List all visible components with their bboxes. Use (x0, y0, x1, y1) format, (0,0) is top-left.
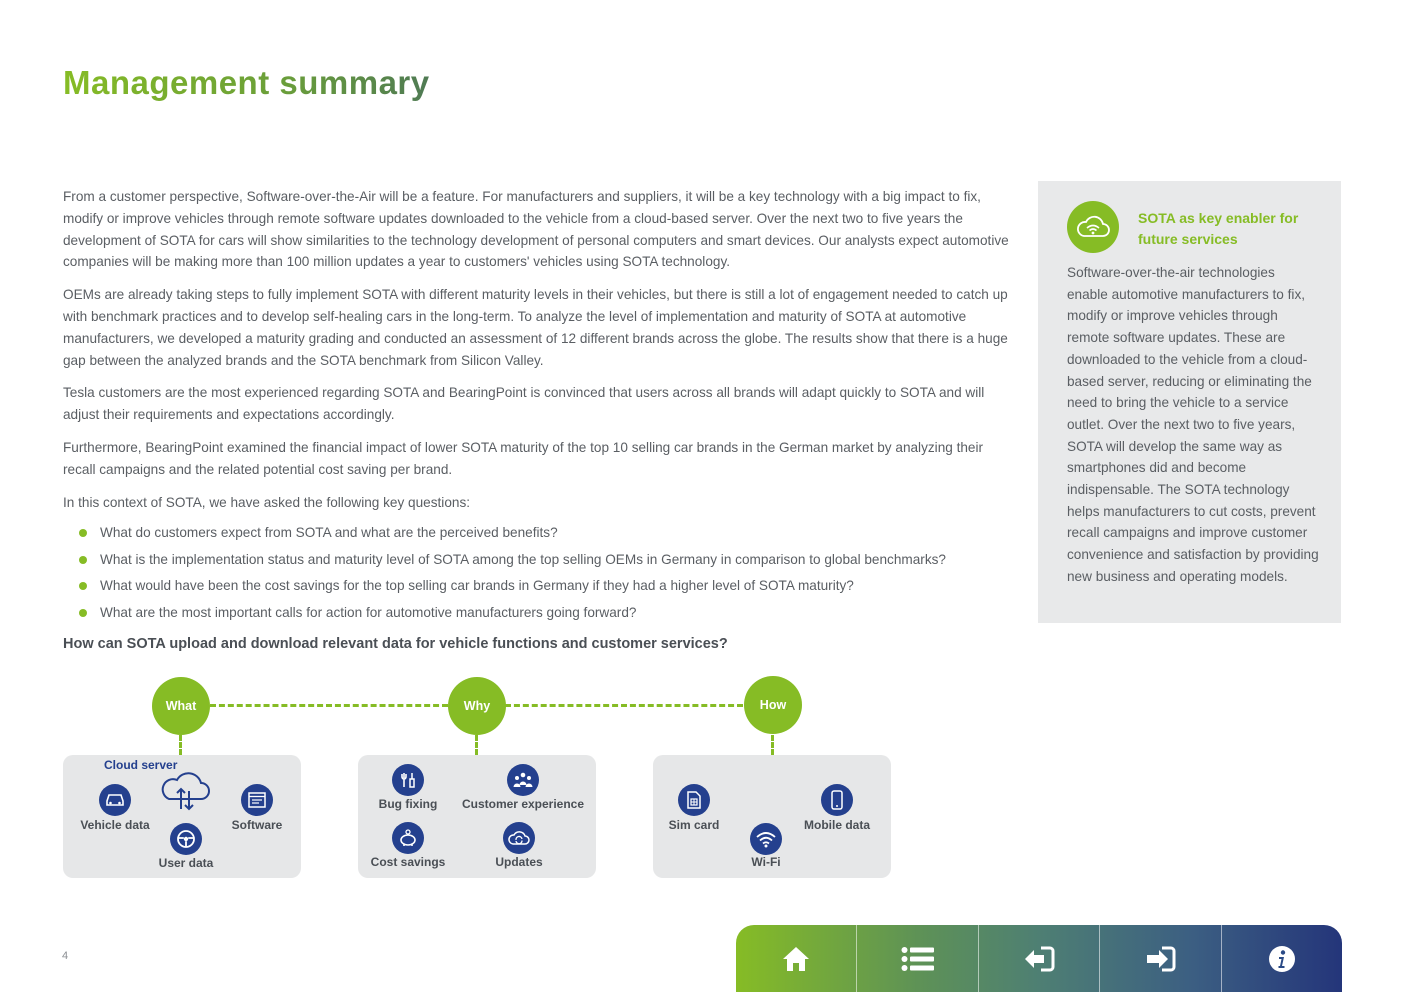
next-page-button[interactable] (1100, 925, 1222, 992)
paragraph: Furthermore, BearingPoint examined the f… (63, 439, 984, 477)
list-item: What is the implementation status and ma… (63, 549, 1015, 575)
customers-group-icon (507, 764, 539, 796)
question-text: What are the most important calls for ac… (100, 604, 637, 620)
updates-label: Updates (495, 855, 543, 869)
home-button[interactable] (736, 925, 858, 992)
back-icon (1025, 946, 1055, 971)
list-item: What are the most important calls for ac… (63, 602, 1015, 628)
software-label: Software (231, 818, 283, 832)
page-title: Management summary (63, 64, 430, 101)
forward-icon (1147, 946, 1176, 971)
cloud-sync-icon (503, 822, 535, 854)
diagram-heading: How can SOTA upload and download relevan… (63, 636, 728, 652)
cost-savings-label: Cost savings (370, 855, 446, 869)
wifi-icon (750, 823, 782, 855)
question-text: What do customers expect from SOTA and w… (100, 525, 558, 541)
what-box: Cloud server Vehicle data Software User … (63, 755, 301, 878)
paragraph: In this context of SOTA, we have asked t… (63, 494, 471, 510)
car-icon (99, 784, 131, 816)
customer-experience-label: Customer experience (461, 797, 585, 811)
question-text: What is the implementation status and ma… (100, 551, 946, 567)
home-icon (783, 946, 810, 971)
piggy-bank-icon (392, 822, 424, 854)
how-box: Sim card Mobile data Wi-Fi (653, 755, 891, 878)
connector-line (210, 704, 448, 707)
bullet-icon (79, 608, 87, 617)
sim-card-icon (678, 784, 710, 816)
info-button[interactable] (1222, 925, 1342, 992)
bug-fixing-label: Bug fixing (378, 797, 438, 811)
connector-line (505, 704, 743, 707)
bullet-icon (79, 555, 87, 564)
sidebar-box: SOTA as key enabler for future services … (1038, 181, 1341, 623)
list-item: What would have been the cost savings fo… (63, 575, 1015, 601)
wifi-label: Wi-Fi (751, 855, 781, 869)
page-number: 4 (62, 950, 69, 962)
vehicle-data-label: Vehicle data (80, 818, 150, 832)
paragraph: Tesla customers are the most experienced… (63, 385, 985, 423)
info-icon (1268, 945, 1295, 972)
node-how: How (744, 676, 802, 734)
cloud-server-label: Cloud server (104, 758, 178, 772)
previous-page-button[interactable] (979, 925, 1101, 992)
sidebar-body: Software-over-the-air technologies enabl… (1067, 265, 1319, 584)
paragraph: From a customer perspective, Software-ov… (63, 189, 1009, 270)
contents-button[interactable] (857, 925, 979, 992)
question-text: What would have been the cost savings fo… (100, 578, 854, 594)
tools-icon (392, 764, 424, 796)
node-what: What (152, 677, 210, 735)
steering-wheel-icon (170, 823, 202, 855)
mobile-phone-icon (821, 784, 853, 816)
cloud-wifi-icon (1067, 201, 1119, 253)
cloud-upload-download-icon (159, 769, 211, 818)
bullet-icon (79, 529, 87, 538)
connector-line (475, 735, 478, 755)
paragraph: OEMs are already taking steps to fully i… (63, 287, 1008, 368)
bullet-icon (79, 582, 87, 591)
list-icon (901, 946, 934, 971)
node-why: Why (448, 677, 506, 735)
software-icon (241, 784, 273, 816)
sidebar-title: SOTA as key enabler for future services (1138, 210, 1299, 247)
why-box: Bug fixing Customer experience Cost savi… (358, 755, 596, 878)
key-questions-list: What do customers expect from SOTA and w… (63, 522, 1015, 628)
main-text: From a customer perspective, Software-ov… (63, 186, 1015, 628)
connector-line (771, 735, 774, 755)
bottom-navigation (736, 925, 1342, 992)
mobile-data-label: Mobile data (803, 818, 871, 832)
user-data-label: User data (158, 856, 214, 870)
list-item: What do customers expect from SOTA and w… (63, 522, 1015, 548)
sim-card-label: Sim card (668, 818, 720, 832)
connector-line (179, 735, 182, 755)
